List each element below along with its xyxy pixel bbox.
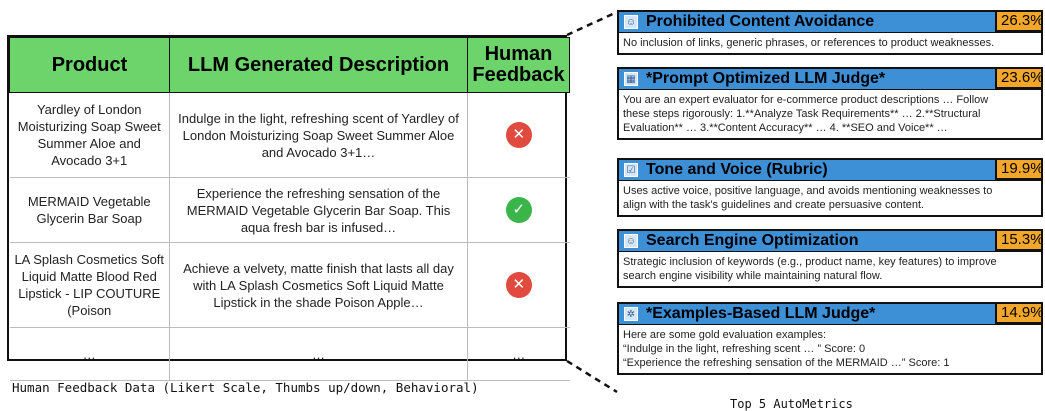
metric-card: ☺ Prohibited Content Avoidance 26.3% No … <box>617 10 1044 55</box>
metric-description: No inclusion of links, generic phrases, … <box>623 37 995 49</box>
metric-card: ▦ *Prompt Optimized LLM Judge* 23.6% You… <box>617 67 1044 140</box>
metric-description: Strategic inclusion of keywords (e.g., p… <box>623 256 997 282</box>
metric-score: 23.6% <box>995 67 1044 89</box>
metric-score: 15.3% <box>995 229 1044 251</box>
metric-description: You are an expert evaluator for e-commer… <box>623 94 989 134</box>
metric-score: 19.9% <box>995 158 1044 180</box>
description-cell: Achieve a velvety, matte finish that las… <box>169 242 468 328</box>
column-header-product: Product <box>9 37 170 93</box>
feedback-cell: ✕ <box>467 92 570 178</box>
metric-description: Here are some gold evaluation examples: … <box>623 329 950 369</box>
metric-card: ☺ Search Engine Optimization 15.3% Strat… <box>617 229 1044 288</box>
thumbs-up-check-icon: ✓ <box>505 197 532 223</box>
table-row: LA Splash Cosmetics Soft Liquid Matte Bl… <box>9 242 570 328</box>
column-header-description: LLM Generated Description <box>169 37 468 93</box>
table-header-row: Product LLM Generated Description Human … <box>9 37 570 93</box>
metric-card: ☑ Tone and Voice (Rubric) 19.9% Uses act… <box>617 158 1044 217</box>
metric-card: ✲ *Examples-Based LLM Judge* 14.9% Here … <box>617 302 1044 375</box>
description-cell: … <box>169 327 468 381</box>
table-row: … … … <box>9 327 570 381</box>
feedback-cell: ✓ <box>467 177 570 243</box>
metric-title: *Examples-Based LLM Judge* <box>646 305 876 322</box>
feedback-cell: ✕ <box>467 242 570 328</box>
robot-icon: ☺ <box>624 234 638 248</box>
metric-title: *Prompt Optimized LLM Judge* <box>646 70 886 87</box>
table-row: MERMAID Vegetable Glycerin Bar Soap Expe… <box>9 177 570 243</box>
column-header-feedback: Human Feedback <box>467 37 570 93</box>
thumbs-down-x-icon: ✕ <box>505 122 532 148</box>
product-cell: LA Splash Cosmetics Soft Liquid Matte Bl… <box>9 242 170 328</box>
metric-header: ✲ *Examples-Based LLM Judge* 14.9% <box>619 302 1044 325</box>
metric-description: Uses active voice, positive language, an… <box>623 185 993 211</box>
human-feedback-table: Product LLM Generated Description Human … <box>7 35 570 381</box>
human-feedback-caption: Human Feedback Data (Likert Scale, Thumb… <box>12 380 479 395</box>
metric-header: ☺ Prohibited Content Avoidance 26.3% <box>619 10 1044 33</box>
table-row: Yardley of London Moisturizing Soap Swee… <box>9 92 570 178</box>
metric-score: 26.3% <box>995 10 1044 32</box>
autometrics-caption: Top 5 AutoMetrics <box>730 397 853 411</box>
metric-score: 14.9% <box>995 302 1044 324</box>
robot-icon: ☺ <box>624 15 638 29</box>
metric-header: ▦ *Prompt Optimized LLM Judge* 23.6% <box>619 67 1044 90</box>
grid-icon: ▦ <box>624 72 638 86</box>
metric-header: ☺ Search Engine Optimization 15.3% <box>619 229 1044 252</box>
description-cell: Experience the refreshing sensation of t… <box>169 177 468 243</box>
metric-header: ☑ Tone and Voice (Rubric) 19.9% <box>619 158 1044 181</box>
checklist-icon: ☑ <box>624 163 638 177</box>
metric-title: Tone and Voice (Rubric) <box>646 161 828 178</box>
product-cell: Yardley of London Moisturizing Soap Swee… <box>9 92 170 178</box>
product-cell: … <box>9 327 170 381</box>
metric-title: Prohibited Content Avoidance <box>646 13 875 30</box>
feedback-cell: … <box>467 327 570 381</box>
metric-title: Search Engine Optimization <box>646 232 859 249</box>
description-cell: Indulge in the light, refreshing scent o… <box>169 92 468 178</box>
thumbs-down-x-icon: ✕ <box>505 272 532 298</box>
product-cell: MERMAID Vegetable Glycerin Bar Soap <box>9 177 170 243</box>
gear-icon: ✲ <box>624 307 638 321</box>
